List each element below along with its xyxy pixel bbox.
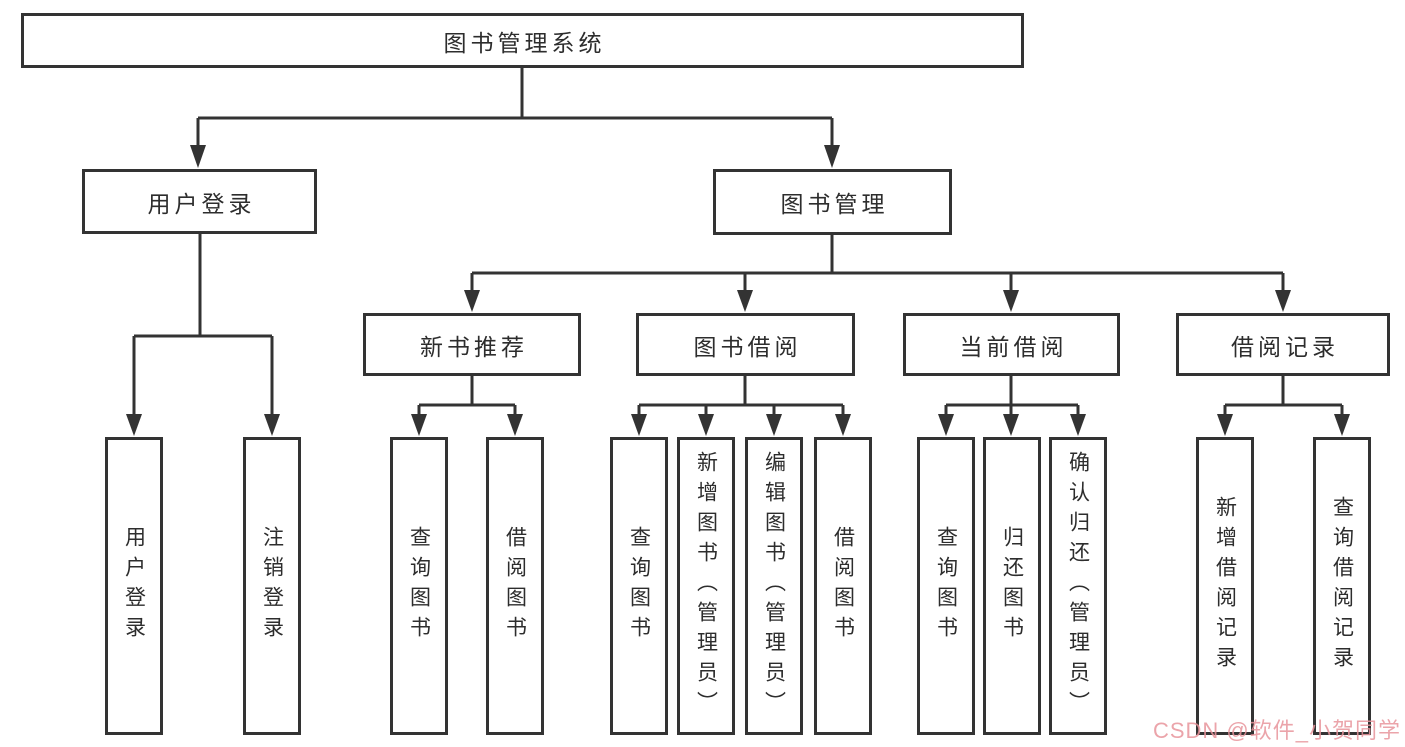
arrowhead xyxy=(1334,414,1350,436)
arrowhead xyxy=(737,290,753,312)
leaf-label: 查询图书 xyxy=(627,526,651,646)
node-root: 图书管理系统 xyxy=(21,13,1024,68)
connector-root-branch xyxy=(196,68,834,147)
leaf-logout: 注销登录 xyxy=(243,437,301,735)
leaf-label: 新增图书（管理员） xyxy=(694,451,718,721)
leaf-query-borrow-record: 查询借阅记录 xyxy=(1313,437,1371,735)
arrowhead xyxy=(1217,414,1233,436)
leaf-query-books-recommend: 查询图书 xyxy=(390,437,448,735)
leaf-label: 查询图书 xyxy=(934,526,958,646)
leaf-confirm-return-admin: 确认归还（管理员） xyxy=(1049,437,1107,735)
leaf-query-books-borrow: 查询图书 xyxy=(610,437,668,735)
arrowhead xyxy=(1070,414,1086,436)
arrowhead xyxy=(698,414,714,436)
connector-book-borrow-branch xyxy=(637,376,845,416)
arrowhead xyxy=(1003,414,1019,436)
arrowhead xyxy=(190,145,206,168)
node-book-borrow: 图书借阅 xyxy=(636,313,855,376)
leaf-label: 用户登录 xyxy=(122,526,146,646)
arrowhead xyxy=(766,414,782,436)
node-user-login: 用户登录 xyxy=(82,169,317,234)
arrowhead xyxy=(411,414,427,436)
arrowhead xyxy=(264,414,280,436)
leaf-add-books-admin: 新增图书（管理员） xyxy=(677,437,735,735)
leaf-label: 借阅图书 xyxy=(503,526,527,646)
leaf-query-books-current: 查询图书 xyxy=(917,437,975,735)
arrowhead xyxy=(126,414,142,436)
node-new-book-recommend: 新书推荐 xyxy=(363,313,581,376)
leaf-add-borrow-record: 新增借阅记录 xyxy=(1196,437,1254,735)
node-current-borrow: 当前借阅 xyxy=(903,313,1120,376)
leaf-label: 编辑图书（管理员） xyxy=(762,451,786,721)
connector-book-mgmt-branch xyxy=(470,235,1285,292)
leaf-edit-books-admin: 编辑图书（管理员） xyxy=(745,437,803,735)
arrowhead xyxy=(1003,290,1019,312)
connector-current-borrow-branch xyxy=(944,376,1080,416)
leaf-user-login: 用户登录 xyxy=(105,437,163,735)
arrowhead xyxy=(835,414,851,436)
connector-user-login-branch xyxy=(132,234,274,416)
arrowhead xyxy=(938,414,954,436)
arrowheads xyxy=(126,145,1350,436)
leaf-return-books: 归还图书 xyxy=(983,437,1041,735)
node-book-management: 图书管理 xyxy=(713,169,952,235)
leaf-label: 借阅图书 xyxy=(831,526,855,646)
arrowhead xyxy=(631,414,647,436)
leaf-label: 确认归还（管理员） xyxy=(1066,451,1090,721)
arrowhead xyxy=(1275,290,1291,312)
leaf-label: 归还图书 xyxy=(1000,526,1024,646)
leaf-borrow-books: 借阅图书 xyxy=(814,437,872,735)
leaf-borrow-books-recommend: 借阅图书 xyxy=(486,437,544,735)
arrowhead xyxy=(507,414,523,436)
connector-borrow-record-branch xyxy=(1223,376,1344,416)
node-borrow-records: 借阅记录 xyxy=(1176,313,1390,376)
leaf-label: 查询图书 xyxy=(407,526,431,646)
connector-new-book-branch xyxy=(417,376,517,416)
leaf-label: 新增借阅记录 xyxy=(1213,496,1237,676)
arrowhead xyxy=(824,145,840,168)
arrowhead xyxy=(464,290,480,312)
leaf-label: 注销登录 xyxy=(260,526,284,646)
leaf-label: 查询借阅记录 xyxy=(1330,496,1354,676)
